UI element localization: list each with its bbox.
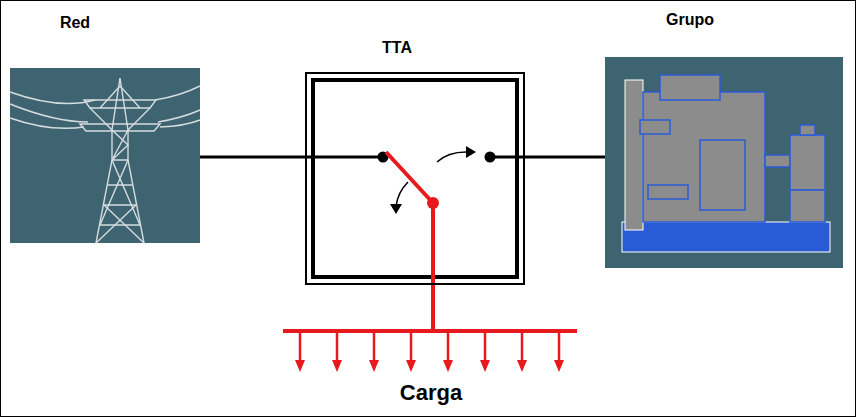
transfer-switch xyxy=(305,80,525,331)
generator-panel: Grupo xyxy=(605,57,843,268)
generator-set-picture xyxy=(605,57,843,268)
node-title: Red xyxy=(60,14,90,32)
load-bus xyxy=(283,331,577,372)
power-line xyxy=(525,156,605,159)
power-tower-picture xyxy=(10,68,200,243)
grid-panel: Red xyxy=(10,68,200,243)
transfer-switch-box: TTA xyxy=(305,72,525,285)
node-title: TTA xyxy=(382,39,412,57)
node-title: Grupo xyxy=(666,11,714,29)
load-label: Carga xyxy=(400,380,462,406)
power-line xyxy=(200,156,305,159)
